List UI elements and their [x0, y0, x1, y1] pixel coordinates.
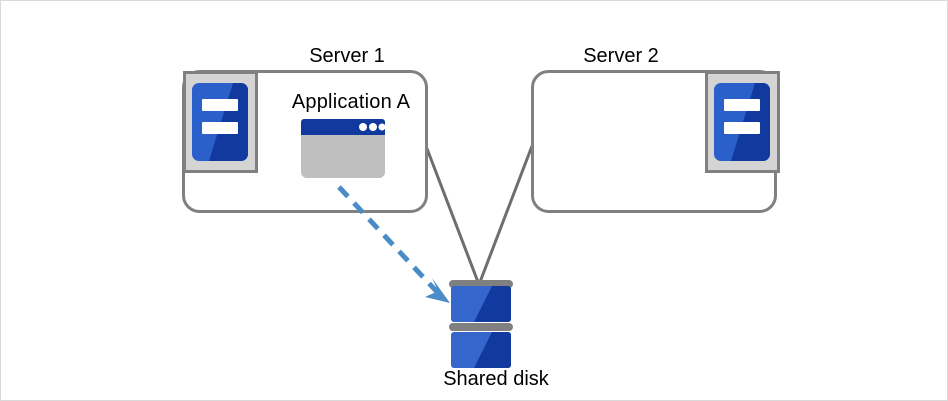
shared-disk-label: Shared disk [443, 368, 549, 390]
server-icon-bar-bottom [724, 122, 760, 134]
server-icon [705, 71, 780, 173]
disk-bar-middle [449, 323, 513, 331]
server-icon-bar-top [202, 99, 238, 111]
server-icon-bar-bottom [202, 122, 238, 134]
access-arrow [337, 185, 450, 303]
application-a-label: Application A [291, 91, 411, 113]
window-dot [359, 123, 367, 131]
window-dot [378, 123, 386, 131]
server-icon-bar-top [724, 99, 760, 111]
connector-server1-to-disk [424, 145, 480, 283]
connector-server2-to-disk [478, 145, 534, 283]
application-window-icon[interactable] [301, 119, 386, 178]
server-icon [183, 71, 258, 173]
disk-stack-icon[interactable] [449, 280, 513, 368]
window-dot [369, 123, 377, 131]
server1-label: Server 1 [309, 45, 385, 67]
server2-label: Server 2 [583, 45, 659, 67]
